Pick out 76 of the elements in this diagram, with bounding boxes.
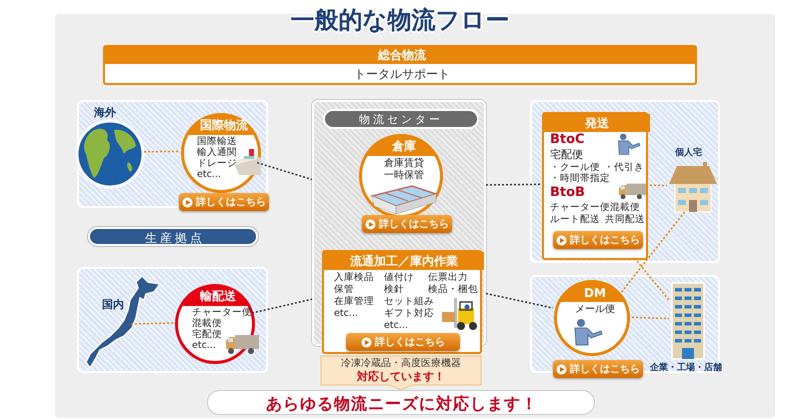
box-heading: 発送 (544, 114, 650, 132)
circle-heading: 輸配送 (199, 289, 237, 304)
item-text: 検針 (384, 284, 404, 295)
item-text: 入庫検品 (334, 272, 374, 283)
connector-line (256, 162, 312, 180)
connector-line (130, 322, 174, 325)
item-text: 在庫管理 (334, 296, 374, 307)
item-text: 値付け (384, 272, 414, 283)
item-text: 宅配便 (192, 329, 222, 340)
region-panel (77, 100, 268, 208)
panel-label: 国内 (102, 298, 124, 311)
item-text: 保管 (334, 284, 354, 295)
item-text: セット組み (384, 296, 434, 307)
banner-text: あらゆる物流ニーズに対応します！ (265, 393, 539, 414)
panel-label: 海外 (94, 106, 116, 119)
item-text: 混載便 (192, 318, 222, 329)
section-pill (88, 227, 258, 246)
item-text: 共同配送 (605, 214, 645, 225)
region-panel (530, 100, 720, 263)
service-box (542, 112, 648, 260)
callout-text: 冷凍冷蔵品・高度医療機器 (340, 357, 462, 370)
caption-text: 個人宅 (675, 148, 702, 159)
item-text: 宅配便 (550, 148, 583, 161)
item-text: 混載便 (610, 202, 640, 213)
details-button: 詳しくはこちら (346, 333, 460, 351)
diagram-title: 一般的な物流フロー (290, 5, 510, 35)
band-heading: 総合物流 (376, 47, 427, 64)
item-text: etc... (334, 308, 358, 319)
globe-drawing (74, 118, 146, 190)
item-text: etc... (192, 340, 216, 351)
service-box (322, 250, 482, 354)
item-text: 輸入通関 (197, 147, 237, 158)
callout-text: 対応しています！ (356, 370, 446, 383)
connector-line (252, 298, 312, 314)
connector-line (486, 184, 540, 186)
item-text: ・代引き (604, 162, 644, 173)
connector-line (486, 292, 554, 309)
item-text: 国際輸送 (197, 136, 237, 147)
category-heading: BtoC (550, 132, 585, 147)
details-button: 詳しくはこちら (179, 193, 269, 211)
item-text: ルート配送 (550, 214, 600, 225)
item-text: ドレージ (197, 158, 237, 169)
circle-heading: 国際物流 (199, 118, 249, 133)
pill-heading: 生産拠点 (144, 230, 206, 247)
item-text: ・時間帯指定 (550, 173, 610, 184)
details-button: 詳しくはこちら (362, 215, 452, 233)
house-drawing (669, 162, 717, 214)
item-text: 倉庫賃貸 (383, 158, 425, 170)
panel-heading: 物流センター (323, 109, 479, 129)
item-text: ・クール便 (550, 162, 600, 173)
details-button: 詳しくはこちら (553, 360, 643, 378)
region-panel (77, 267, 268, 373)
item-text: 検品・梱包 (428, 284, 478, 295)
connector-line (634, 258, 670, 301)
callout-bubble (320, 355, 482, 391)
circle-heading: 倉庫 (390, 139, 417, 154)
item-text: ギフト対応 (384, 308, 434, 319)
banner-pill (207, 390, 595, 415)
item-text: etc... (197, 169, 221, 180)
circle-heading: DM (583, 286, 607, 301)
caption-text: 企業・工場・店舗 (650, 363, 722, 374)
category-heading: BtoB (550, 185, 585, 200)
office-building-drawing (671, 282, 705, 360)
item-text: 一時保管 (383, 170, 425, 182)
band-subtitle: トータルサポート (353, 66, 451, 83)
box-heading: 流通加工／庫内作業 (324, 252, 484, 270)
item-text: etc... (384, 320, 408, 331)
connector-line (628, 316, 670, 320)
item-text: チャーター便 (550, 202, 610, 213)
connector-line (620, 212, 686, 294)
item-text: チャーター便 (192, 307, 252, 318)
details-button: 詳しくはこちら (553, 231, 643, 249)
item-text: 伝票出力 (428, 272, 468, 283)
item-text: メール便 (574, 304, 616, 316)
connector-line (144, 150, 179, 152)
header-band (103, 45, 697, 85)
